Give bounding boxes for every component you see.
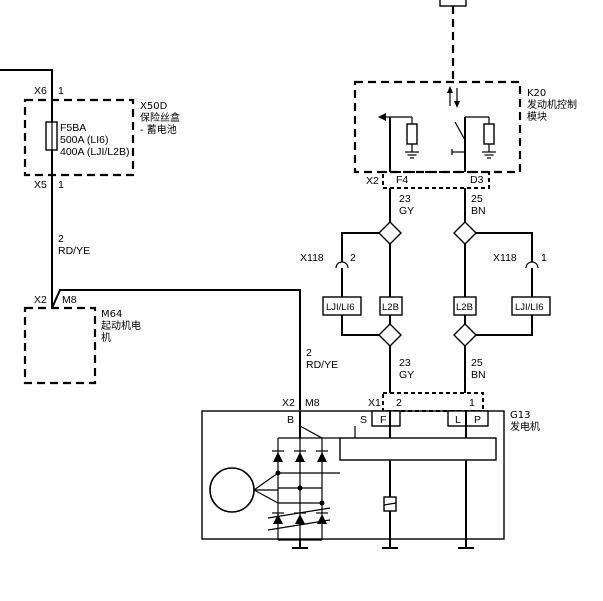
starter-name-line1: 起动机电	[101, 319, 141, 332]
x118-right-pin: 1	[541, 252, 547, 264]
gen-term-l: L	[455, 414, 461, 426]
gen-pin-2: 2	[396, 397, 402, 409]
wire-d-top-color: BN	[471, 205, 486, 217]
ecm-module	[353, 80, 522, 174]
x118-left-connector: X118	[300, 252, 324, 264]
wire-f-top-gauge: 23	[399, 193, 411, 205]
gen-term-p: P	[474, 414, 481, 426]
starter-connector-label: X2	[34, 294, 47, 306]
fuse-rating-li6: 500A (LI6)	[60, 134, 108, 146]
gen-term-f: F	[380, 414, 386, 426]
fuse-box	[23, 98, 135, 177]
starter-motor	[23, 289, 301, 410]
ecm-pin-f4: F4	[396, 174, 408, 186]
starter-name-line2: 机	[101, 331, 111, 344]
ecm-pin-d3: D3	[470, 174, 484, 186]
generator-body	[201, 410, 505, 549]
fusebox-id: X50D	[140, 101, 168, 112]
wire-battery-gauge: 2	[58, 233, 64, 245]
gen-x2-label: X2	[282, 397, 295, 409]
signal-wire-d	[453, 188, 551, 393]
ecm-connector-label: X2	[366, 175, 379, 187]
ecm-connector	[382, 171, 490, 189]
x6-pin-label: 1	[58, 85, 64, 97]
x5-connector-label: X5	[34, 179, 47, 191]
option-l2b-right: L2B	[456, 302, 473, 313]
wire-starter-gauge: 2	[306, 347, 312, 359]
fuse-rating-lji: 400A (LJI/L2B)	[60, 146, 129, 158]
gen-pin-1: 1	[469, 397, 475, 409]
option-ljl-left: LJI/LI6	[326, 302, 355, 313]
gen-m8-label: M8	[305, 397, 320, 409]
option-l2b-left: L2B	[382, 302, 399, 313]
x118-left-pin: 2	[350, 252, 356, 264]
starter-id: M64	[101, 309, 122, 320]
fusebox-name-line1: 保险丝盒	[140, 111, 180, 124]
gen-term-b: B	[287, 414, 294, 426]
fuse-label: F5BA	[60, 122, 86, 134]
wire-f-top-color: GY	[399, 205, 414, 217]
gen-term-s: S	[360, 414, 367, 426]
wire-d-bot-gauge: 25	[471, 357, 483, 369]
fusebox-name-line2: - 蓄电池	[140, 123, 177, 136]
ecm-id: K20	[527, 88, 546, 99]
x5-pin-label: 1	[58, 179, 64, 191]
wire-d-top-gauge: 25	[471, 193, 483, 205]
ecm-name-line2: 模块	[527, 111, 547, 123]
generator-id: G13	[510, 410, 530, 421]
wire-starter-color: RD/YE	[306, 359, 338, 371]
ecm-name-line1: 发动机控制	[527, 98, 577, 111]
wire-f-bot-color: GY	[399, 369, 414, 381]
wire-f-bot-gauge: 23	[399, 357, 411, 369]
option-ljl-right: LJI/LI6	[515, 302, 544, 313]
wire-battery-color: RD/YE	[58, 245, 90, 257]
ecm-top-stub	[439, 0, 467, 82]
gen-x1-label: X1	[368, 397, 381, 409]
x6-connector-label: X6	[34, 85, 47, 97]
signal-wire-f	[322, 188, 403, 393]
wire-d-bot-color: BN	[471, 369, 486, 381]
starter-pin-label: M8	[62, 294, 77, 306]
generator-name: 发电机	[510, 420, 540, 433]
x118-right-connector: X118	[493, 252, 517, 264]
